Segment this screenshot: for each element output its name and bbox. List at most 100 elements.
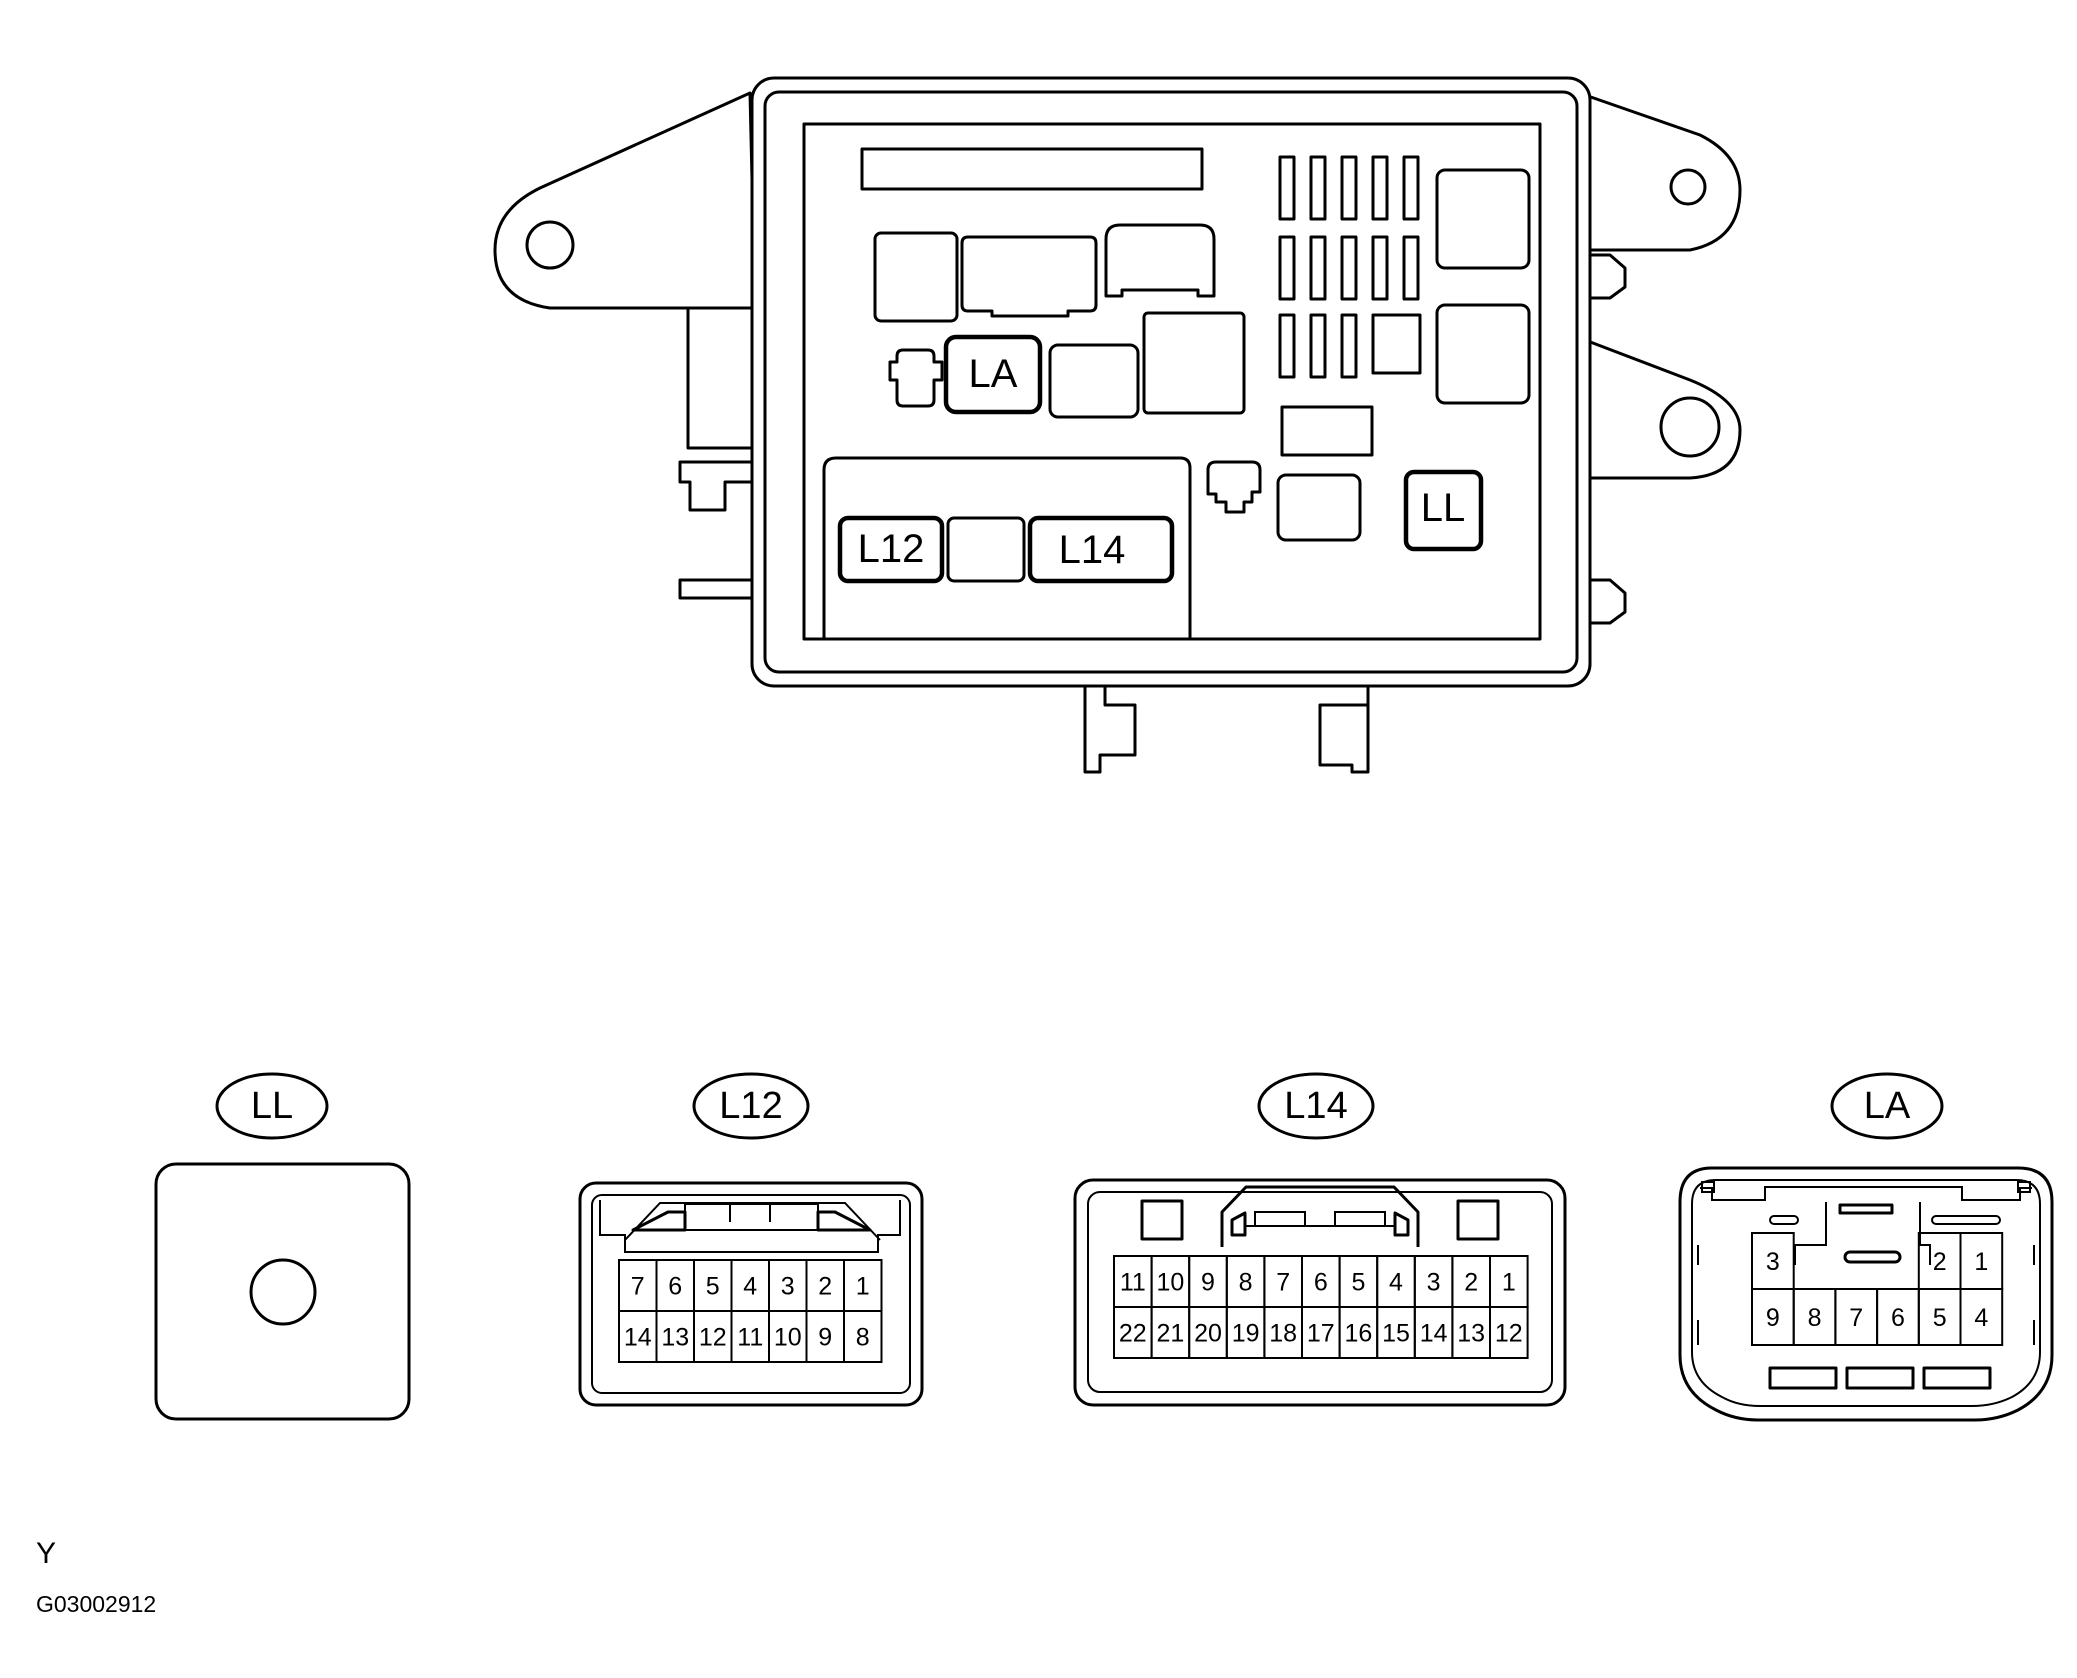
connector-label-l14: L14 — [1257, 1072, 1375, 1140]
pin-number: 16 — [1344, 1320, 1372, 1348]
pin-number: 5 — [706, 1273, 720, 1301]
pin-number: 17 — [1307, 1320, 1335, 1348]
connector-l14-lock — [1220, 1185, 1420, 1247]
relay — [873, 231, 959, 323]
pin-number: 20 — [1194, 1320, 1222, 1348]
pin-number: 13 — [661, 1324, 689, 1352]
slot-l12 — [837, 515, 945, 584]
left-mounting-ear — [493, 91, 757, 310]
pin-number: 6 — [668, 1273, 682, 1301]
pin-number: 11 — [737, 1324, 763, 1352]
right-upper-mounting-ear — [1583, 93, 1742, 252]
pin-number: 1 — [856, 1273, 870, 1301]
slot-ll-label: LL — [1421, 486, 1466, 530]
mini-fuse-array — [1278, 155, 1420, 379]
slot-l14 — [1027, 515, 1175, 584]
pin-number: 2 — [1933, 1248, 1947, 1276]
left-side-tab — [678, 460, 757, 512]
slot-l12-label: L12 — [858, 527, 925, 571]
connector-la-key — [1838, 1203, 1894, 1215]
connector-l12-lock — [599, 1200, 901, 1253]
small-connector-socket — [1206, 460, 1262, 514]
label-strip — [860, 147, 1204, 191]
pin-number: 18 — [1269, 1320, 1297, 1348]
pin-number: 7 — [631, 1273, 645, 1301]
pin-number: 15 — [1382, 1320, 1410, 1348]
pin-number: 1 — [1502, 1269, 1516, 1297]
relay — [1435, 303, 1531, 405]
relay — [1142, 311, 1246, 415]
pin-number: 2 — [1464, 1269, 1478, 1297]
connector-l14-label: L14 — [1284, 1085, 1347, 1127]
small-connector-socket — [888, 348, 944, 408]
right-lower-mounting-ear — [1583, 338, 1742, 480]
pin-number: 1 — [1974, 1248, 1988, 1276]
pin-cell — [1959, 1288, 2004, 1346]
pin-number: 2 — [818, 1273, 832, 1301]
connector-label-l12: L12 — [692, 1072, 810, 1140]
pin-number: 8 — [1239, 1269, 1253, 1297]
pin-number: 10 — [1156, 1269, 1184, 1297]
empty-slot — [946, 516, 1026, 583]
bottom-tab — [1318, 663, 1370, 774]
pin-cell — [1489, 1306, 1529, 1359]
left-mounting-hole — [525, 220, 575, 270]
connector-bay — [822, 456, 1192, 638]
pin-number: 8 — [1808, 1304, 1822, 1332]
pin-number: 5 — [1351, 1269, 1365, 1297]
slot-l14-label: L14 — [1059, 528, 1126, 572]
footer-code: G03002912 — [36, 1591, 156, 1617]
pin-number: 6 — [1891, 1304, 1905, 1332]
footer-letter: Y — [36, 1537, 56, 1570]
relay — [1276, 473, 1362, 542]
pin-number: 12 — [1495, 1320, 1523, 1348]
relay-small — [1280, 405, 1374, 457]
connector-l12-label: L12 — [719, 1085, 782, 1127]
pin-number: 22 — [1119, 1320, 1147, 1348]
pin-number: 14 — [624, 1324, 652, 1352]
pin-number: 14 — [1420, 1320, 1448, 1348]
connector-label-la: LA — [1830, 1072, 1944, 1140]
pin-number: 13 — [1457, 1320, 1485, 1348]
pin-number: 3 — [1427, 1269, 1441, 1297]
slot-ll — [1403, 469, 1484, 552]
pin-number: 12 — [699, 1324, 727, 1352]
pin-number: 8 — [856, 1324, 870, 1352]
pin-number: 4 — [743, 1273, 757, 1301]
pin-number: 9 — [1201, 1269, 1215, 1297]
slot-la — [943, 334, 1043, 415]
right-lower-mounting-hole — [1659, 396, 1721, 458]
pin-number: 9 — [818, 1324, 832, 1352]
connector-la-label: LA — [1864, 1085, 1911, 1127]
connector-la-key — [1843, 1250, 1902, 1264]
pin-number: 11 — [1120, 1269, 1146, 1297]
pin-number: 5 — [1933, 1304, 1947, 1332]
left-side-tab — [678, 578, 757, 600]
connector-label-ll: LL — [215, 1072, 329, 1140]
connector-ll — [154, 1162, 411, 1421]
pin-number: 7 — [1276, 1269, 1290, 1297]
fuse-block — [1104, 223, 1216, 298]
mini-fuse-square — [1371, 313, 1422, 375]
fuse-block — [960, 235, 1098, 318]
pin-number: 3 — [1766, 1248, 1780, 1276]
pin-number: 3 — [781, 1273, 795, 1301]
relay — [1435, 168, 1531, 270]
pin-number: 9 — [1766, 1304, 1780, 1332]
pin-number: 21 — [1156, 1320, 1184, 1348]
pin-number: 4 — [1974, 1304, 1988, 1332]
pin-number: 7 — [1849, 1304, 1863, 1332]
connector-l14-key — [1456, 1199, 1500, 1241]
junction-block: LA L12 L14 LL — [493, 76, 1742, 774]
connector-ll-terminal — [249, 1258, 317, 1326]
pin-number: 4 — [1389, 1269, 1403, 1297]
pin-number: 19 — [1232, 1320, 1260, 1348]
connector-ll-label: LL — [251, 1085, 293, 1127]
pin-number: 10 — [774, 1324, 802, 1352]
right-upper-mounting-hole — [1669, 168, 1707, 206]
